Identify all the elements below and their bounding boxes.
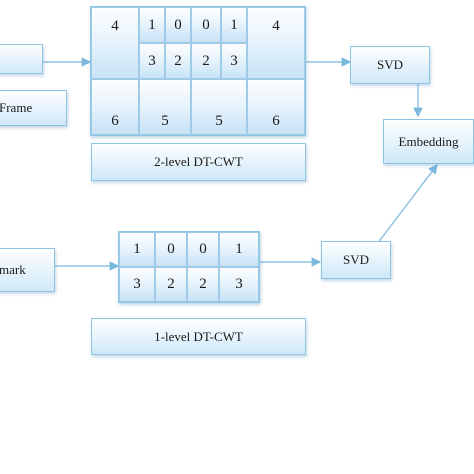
svd-bottom-label: SVD [342, 252, 369, 267]
subband-cell: 3 [219, 267, 259, 302]
subband-cell: 0 [155, 232, 187, 267]
svd-top-label: SVD [376, 57, 403, 72]
watermark-box: mark [0, 248, 55, 292]
subband-cell: 3 [221, 43, 247, 79]
dtcwt2-subband-grid: 4 1 0 0 1 4 3 2 2 3 6 5 5 6 [90, 6, 306, 136]
subband-cell: 2 [187, 267, 219, 302]
subband-cell: 1 [139, 7, 165, 43]
dtcwt1-label-box: 1-level DT-CWT [91, 318, 306, 355]
dtcwt2-label: 2-level DT-CWT [154, 154, 243, 169]
arrow-svd-to-embedding-bottom [367, 164, 438, 257]
subband-cell: 0 [191, 7, 221, 43]
subband-cell: 4 [91, 7, 139, 79]
subband-cell: 3 [119, 267, 155, 302]
dtcwt1-subband-grid: 1 0 0 1 3 2 2 3 [118, 231, 260, 303]
input-box-top [0, 44, 43, 74]
dtcwt2-label-box: 2-level DT-CWT [91, 143, 306, 181]
subband-cell: 2 [165, 43, 191, 79]
subband-cell: 1 [221, 7, 247, 43]
subband-cell: 2 [191, 43, 221, 79]
dtcwt1-label: 1-level DT-CWT [154, 328, 243, 344]
subband-cell: 5 [191, 79, 247, 135]
svd-box-top: SVD [350, 46, 430, 84]
subband-cell: 6 [247, 79, 305, 135]
watermark-label: mark [0, 262, 26, 277]
svd-box-bottom: SVD [321, 241, 391, 279]
frame-label: Frame [0, 100, 33, 115]
subband-cell: 4 [247, 7, 305, 79]
frame-box: Frame [0, 90, 67, 126]
subband-cell: 6 [91, 79, 139, 135]
subband-cell: 5 [139, 79, 191, 135]
subband-cell: 2 [155, 267, 187, 302]
subband-cell: 0 [187, 232, 219, 267]
subband-cell: 1 [219, 232, 259, 267]
subband-cell: 1 [119, 232, 155, 267]
subband-cell: 0 [165, 7, 191, 43]
embedding-label: Embedding [398, 133, 459, 149]
subband-cell: 3 [139, 43, 165, 79]
embedding-box: Embedding [383, 119, 474, 164]
